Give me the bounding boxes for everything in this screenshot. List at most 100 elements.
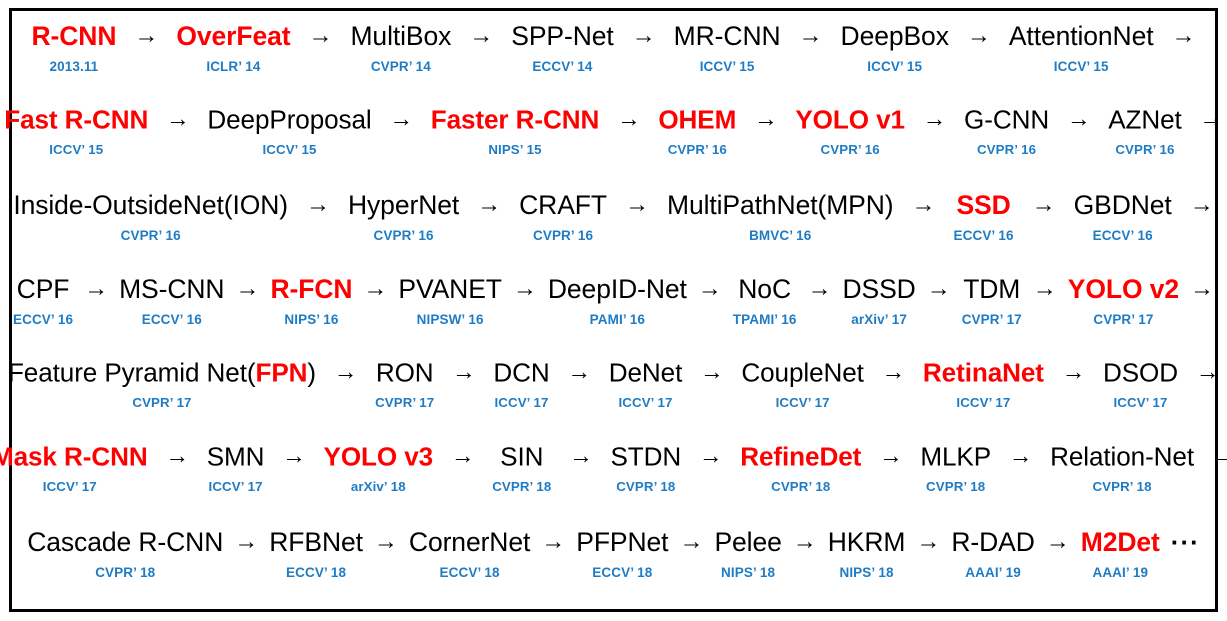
arrow-icon: → — [1032, 274, 1057, 302]
arrow-icon: → — [916, 527, 941, 555]
node-name: OverFeat — [176, 21, 291, 51]
node-venue-label: NIPS’ 16 — [284, 311, 339, 327]
timeline-node[interactable]: Inside-OutsideNet(ION)CVPR’ 16 — [13, 188, 288, 246]
node-venue-label: ICCV’ 17 — [618, 395, 673, 411]
node-name: HyperNet — [348, 189, 460, 220]
node-name: DeNet — [608, 358, 683, 388]
arrow-icon: → — [679, 527, 704, 555]
node-venue-label: ICCV’ 17 — [208, 479, 263, 495]
node-name: RetinaNet — [922, 358, 1044, 388]
node-venue-label: NIPS’ 15 — [488, 142, 542, 158]
node-name: Pelee — [714, 526, 782, 557]
node-venue-label: NIPS’ 18 — [721, 564, 776, 580]
node-name: MultiBox — [350, 21, 452, 51]
timeline-node[interactable]: Feature Pyramid Net(FPN)CVPR’ 17 — [8, 356, 316, 413]
arrow-icon: → — [881, 359, 906, 386]
node-name: DeepProposal — [207, 105, 372, 135]
node-venue-label: CVPR’ 18 — [492, 479, 552, 495]
arrow-icon: → — [512, 274, 537, 302]
node-name: R-FCN — [270, 273, 353, 304]
arrow-icon: → — [878, 443, 903, 470]
node-venue-label: CVPR’ 16 — [1115, 142, 1175, 158]
node-name: HKRM — [827, 526, 906, 557]
node-name: SIN — [500, 442, 544, 472]
arrow-icon: → — [926, 274, 951, 302]
node-name: PVANET — [398, 273, 502, 304]
node-name: R-DAD — [951, 526, 1035, 557]
node-venue-label: ECCV’ 16 — [141, 311, 202, 327]
node-venue-label: ECCV’ 18 — [286, 564, 347, 580]
node-venue-label: ECCV’ 18 — [592, 564, 653, 580]
arrow-icon: → — [807, 274, 832, 302]
arrow-icon: → — [697, 274, 722, 302]
node-name: NoC — [738, 273, 791, 304]
node-venue-label: CVPR’ 17 — [961, 311, 1022, 327]
arrow-icon: → — [389, 106, 413, 133]
timeline-node[interactable]: SIN CVPR’ 18 — [492, 440, 551, 497]
arrow-icon: → — [477, 190, 502, 218]
timeline-node[interactable]: DSSD arXiv’ 17 — [842, 272, 915, 330]
arrow-icon: → — [306, 190, 330, 218]
node-venue-label: CVPR’ 18 — [770, 479, 831, 495]
node-venue-label: CVPR’ 17 — [132, 395, 192, 411]
timeline-node[interactable]: MultiPathNet(MPN)BMVC’ 16 — [667, 188, 894, 246]
node-venue-label: ECCV’ 16 — [953, 227, 1014, 243]
arrow-icon: → — [699, 359, 724, 386]
node-name: DCN — [493, 358, 550, 388]
node-venue-label: CVPR’ 16 — [820, 142, 880, 158]
node-venue-label: arXiv’ 17 — [851, 311, 907, 327]
node-name: AttentionNet — [1008, 21, 1154, 51]
timeline-node[interactable]: R-FCN NIPS’ 16 — [270, 272, 352, 330]
node-venue-label: AAAI’ 19 — [1092, 564, 1149, 580]
node-name: DSSD — [842, 273, 916, 304]
